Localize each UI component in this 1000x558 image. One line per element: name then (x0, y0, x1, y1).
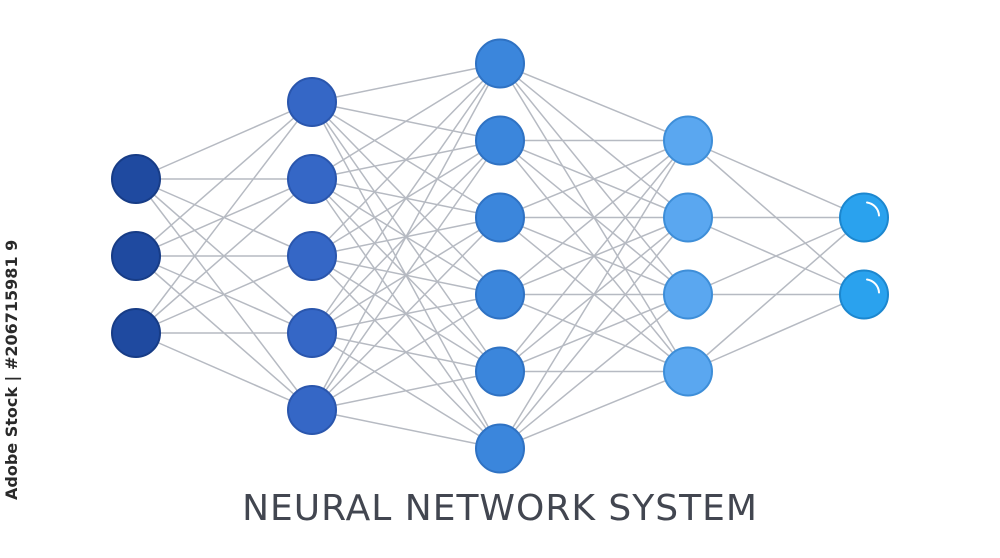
connection-line (311, 140, 501, 411)
connection-line (135, 101, 313, 334)
connection-line (135, 101, 313, 257)
connection-line (499, 370, 689, 450)
connection-line (499, 217, 689, 449)
connection-line (311, 409, 501, 450)
stock-id-watermark: Adobe Stock | #206715981 9 (2, 239, 21, 500)
hidden-layer-1-node (287, 231, 337, 281)
connection-line (499, 139, 689, 219)
hidden-layer-3-node (663, 115, 713, 166)
input-layer-node (111, 308, 161, 358)
hidden-layer-2-node (475, 192, 525, 243)
hidden-layer-2-node (475, 423, 525, 474)
node-highlight (866, 278, 880, 294)
hidden-layer-2-node (475, 269, 525, 320)
connection-line (311, 62, 501, 257)
connection-line (311, 63, 501, 334)
connection-line (135, 101, 313, 180)
connection-line (687, 216, 865, 373)
connection-line (311, 62, 501, 103)
connection-line (135, 178, 313, 334)
connection-line (687, 139, 865, 219)
output-layer-node (839, 192, 889, 243)
input-layer-node (111, 231, 161, 281)
connection-line (499, 139, 689, 296)
connection-line (311, 62, 501, 180)
hidden-layer-1-node (287, 154, 337, 204)
hidden-layer-1-node (287, 308, 337, 358)
neural-network-diagram (111, 38, 889, 474)
output-layer-node (839, 269, 889, 320)
hidden-layer-1-node (287, 77, 337, 127)
connection-line (135, 255, 313, 334)
diagram-title: NEURAL NETWORK SYSTEM (242, 488, 758, 529)
connection-line (499, 140, 689, 449)
hidden-layer-3-node (663, 269, 713, 320)
hidden-layer-3-node (663, 192, 713, 243)
connection-line (311, 293, 501, 411)
connection-line (687, 216, 865, 296)
connections-group (135, 62, 865, 450)
connection-line (499, 140, 689, 372)
connection-line (311, 216, 501, 411)
nodes-group (111, 38, 889, 474)
connection-line (499, 293, 689, 450)
hidden-layer-1-node (287, 385, 337, 435)
connection-line (499, 62, 689, 142)
hidden-layer-3-node (663, 346, 713, 397)
hidden-layer-2-node (475, 115, 525, 166)
connection-line (135, 332, 313, 411)
connection-line (311, 63, 501, 411)
node-highlight (866, 201, 880, 217)
hidden-layer-2-node (475, 346, 525, 397)
hidden-layer-2-node (475, 38, 525, 89)
input-layer-node (111, 154, 161, 204)
connection-line (687, 293, 865, 373)
connection-line (311, 370, 501, 411)
